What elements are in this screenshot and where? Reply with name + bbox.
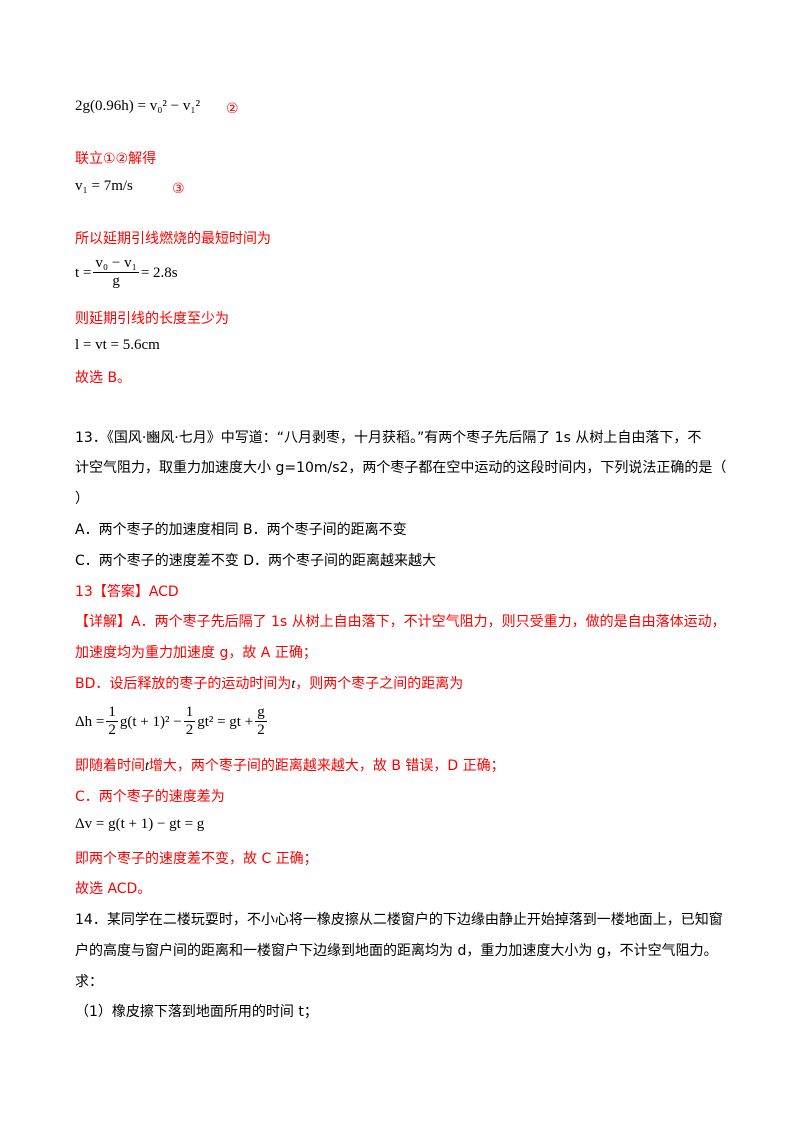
equation-2: 2g(0.96h) = v₀² − v₁²	[75, 96, 200, 116]
shortest-time-text: 所以延期引线燃烧的最短时间为	[75, 231, 271, 247]
bd-text-start: BD．设后释放的枣子的运动时间为	[75, 676, 292, 692]
q13-answer: 13【答案】ACD	[75, 584, 179, 600]
increase-text-start: 即随着时间	[75, 758, 145, 774]
fraction-g-over-2: g 2	[255, 704, 267, 739]
increase-text-end: 增大，两个枣子间的距离越来越大，故 B 错误，D 正确；	[148, 758, 505, 774]
equation-lhs: Δh =	[75, 713, 105, 730]
q13-choose: 故选 ACD。	[75, 881, 152, 897]
fraction-numerator: g	[255, 704, 267, 722]
velocity-difference-equation: Δv = g(t + 1) − gt = g	[75, 816, 205, 832]
fraction-denominator: g	[112, 273, 120, 289]
q13-options-cd: C．两个枣子的速度差不变 D．两个枣子间的距离越来越大	[75, 553, 437, 569]
q14-line3: 求：	[75, 974, 103, 990]
fraction: v₀ − v₁ g	[93, 255, 139, 290]
fraction-numerator: 1	[183, 704, 196, 722]
length-equation: l = vt = 5.6cm	[75, 337, 160, 353]
distance-equation: Δh = 1 2 g(t + 1)² − 1 2 gt² = gt + g 2	[75, 704, 269, 739]
equation-rhs: = 2.8s	[140, 264, 178, 281]
equation-middle: gt² = gt +	[197, 713, 254, 730]
equation-marker-3: ③	[172, 181, 185, 197]
q13-c-text: C．两个枣子的速度差为	[75, 789, 225, 805]
equation-text: v₁ = 7m/s	[75, 178, 133, 194]
equation-3: v₁ = 7m/s	[75, 176, 133, 196]
fraction-numerator: 1	[106, 704, 118, 722]
q13-stem-line2: 计空气阻力，取重力加速度大小 g=10m/s2，两个枣子都在空中运动的这段时间内…	[75, 460, 727, 476]
time-equation: t = v₀ − v₁ g = 2.8s	[75, 255, 178, 290]
variable-t: t	[145, 759, 149, 774]
q13-stem-line1: 13．《国风·豳风·七月》中写道：“八月剥枣，十月获稻。”有两个枣子先后隔了 1…	[75, 430, 702, 446]
q13-bd-text: BD．设后释放的枣子的运动时间为t，则两个枣子之间的距离为	[75, 674, 463, 695]
solve-together-text: 联立①②解得	[75, 151, 157, 167]
q13-detail-line2: 加速度均为重力加速度 g，故 A 正确；	[75, 645, 317, 661]
fraction-denominator: 2	[257, 722, 265, 738]
q14-line1: 14．某同学在二楼玩耍时，不小心将一橡皮擦从二楼窗户的下边缘由静止开始掉落到一楼…	[75, 912, 723, 928]
equation-middle: g(t + 1)² −	[119, 713, 182, 730]
fraction-half: 1 2	[183, 704, 196, 739]
equation-lhs: t =	[75, 264, 92, 281]
q13-increase-text: 即随着时间t增大，两个枣子间的距离越来越大，故 B 错误，D 正确；	[75, 756, 505, 777]
q13-c-conclusion: 即两个枣子的速度差不变，故 C 正确；	[75, 851, 318, 867]
q13-stem-line3: ）	[75, 491, 89, 507]
fraction-half: 1 2	[106, 704, 118, 739]
q14-line2: 户的高度与窗户间的距离和一楼窗户下边缘到地面的距离均为 d，重力加速度大小为 g…	[75, 943, 718, 959]
fraction-numerator: v₀ − v₁	[93, 255, 139, 273]
q13-options-ab: A．两个枣子的加速度相同 B．两个枣子间的距离不变	[75, 522, 407, 538]
equation-marker-2: ②	[226, 101, 239, 117]
q14-sub1: （1）橡皮擦下落到地面所用的时间 t；	[75, 1004, 318, 1020]
fraction-denominator: 2	[185, 722, 194, 738]
q13-detail-line1: 【详解】A．两个枣子先后隔了 1s 从树上自由落下，不计空气阻力，则只受重力，做…	[75, 614, 726, 630]
length-text: 则延期引线的长度至少为	[75, 311, 229, 327]
choose-b-text: 故选 B。	[75, 370, 132, 386]
variable-t: t	[291, 677, 296, 692]
equation-text: 2g(0.96h) = v₀² − v₁²	[75, 98, 201, 114]
fraction-denominator: 2	[108, 722, 116, 738]
bd-text-end: ，则两个枣子之间的距离为	[295, 676, 464, 692]
